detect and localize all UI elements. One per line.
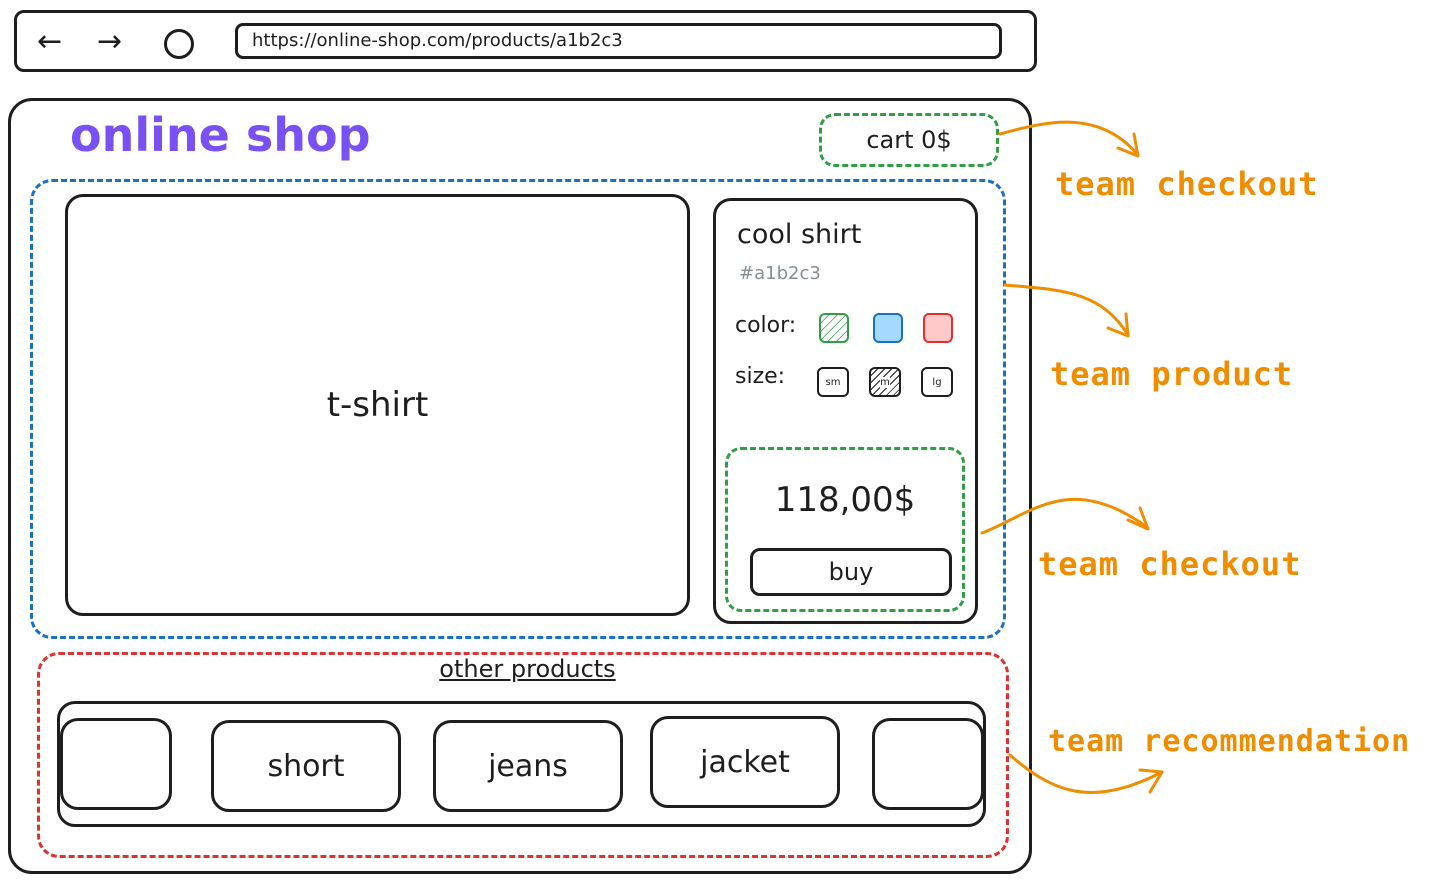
color-label: color: xyxy=(735,313,797,338)
color-swatch-red[interactable] xyxy=(923,313,953,343)
product-tile-partial-left[interactable] xyxy=(60,718,172,810)
size-lg-label: lg xyxy=(932,376,942,388)
team-product-label: team product xyxy=(1050,355,1294,393)
product-tile-short-label: short xyxy=(267,748,345,784)
url-text: https://online-shop.com/products/a1b2c3 xyxy=(252,30,623,51)
team-checkout-label-bottom: team checkout xyxy=(1038,545,1302,583)
cart-label: cart 0$ xyxy=(866,126,952,154)
products-carousel xyxy=(57,701,986,827)
product-tile-partial-right[interactable] xyxy=(872,718,984,810)
shop-title[interactable]: online shop xyxy=(70,108,371,162)
team-recommendation-label: team recommendation xyxy=(1048,724,1411,759)
product-tile-jeans[interactable]: jeans xyxy=(433,720,623,812)
color-swatch-green[interactable] xyxy=(819,313,849,343)
size-sm-label: sm xyxy=(825,376,841,388)
cart-button[interactable]: cart 0$ xyxy=(819,113,999,167)
product-image[interactable]: t-shirt xyxy=(65,194,690,616)
arrow-details-to-product xyxy=(1003,283,1130,337)
product-tile-jacket[interactable]: jacket xyxy=(650,716,840,808)
other-products-title: other products xyxy=(439,655,616,683)
size-m-label: m xyxy=(880,376,890,388)
product-name: cool shirt xyxy=(737,219,862,250)
size-option-sm[interactable]: sm xyxy=(817,367,849,397)
arrow-reco-to-recommendation xyxy=(1008,753,1164,794)
arrow-buy-to-checkout xyxy=(980,498,1150,535)
team-checkout-buy-region xyxy=(725,447,965,612)
size-option-m[interactable]: m xyxy=(869,367,901,397)
color-swatch-blue[interactable] xyxy=(873,313,903,343)
team-checkout-label-top: team checkout xyxy=(1055,165,1319,203)
address-bar[interactable]: https://online-shop.com/products/a1b2c3 xyxy=(235,23,1002,59)
product-tile-jeans-label: jeans xyxy=(488,748,568,784)
arrow-cart-to-checkout xyxy=(998,120,1140,157)
forward-arrow-icon[interactable]: → xyxy=(97,24,123,59)
product-price: 118,00$ xyxy=(774,480,916,520)
product-tile-short[interactable]: short xyxy=(211,720,401,812)
browser-toolbar: ← → https://online-shop.com/products/a1b… xyxy=(14,10,1037,72)
buy-button[interactable]: buy xyxy=(750,548,952,596)
size-option-lg[interactable]: lg xyxy=(921,367,953,397)
arrowhead-cart xyxy=(1116,132,1140,158)
size-label: size: xyxy=(735,364,786,389)
team-recommendation-region xyxy=(37,652,1009,858)
arrowhead-reco xyxy=(1138,768,1164,794)
product-tile-jacket-label: jacket xyxy=(700,744,790,780)
team-product-region xyxy=(30,179,1006,639)
back-arrow-icon[interactable]: ← xyxy=(37,24,63,59)
product-image-label: t-shirt xyxy=(326,385,429,425)
buy-label: buy xyxy=(828,558,874,586)
arrowhead-buy xyxy=(1126,506,1150,531)
page-frame xyxy=(8,98,1032,874)
product-sku: #a1b2c3 xyxy=(739,263,821,284)
reload-icon[interactable] xyxy=(164,29,194,59)
product-details-card: cool shirt #a1b2c3 color: size: sm m lg xyxy=(713,198,978,624)
arrowhead-product xyxy=(1106,312,1130,338)
